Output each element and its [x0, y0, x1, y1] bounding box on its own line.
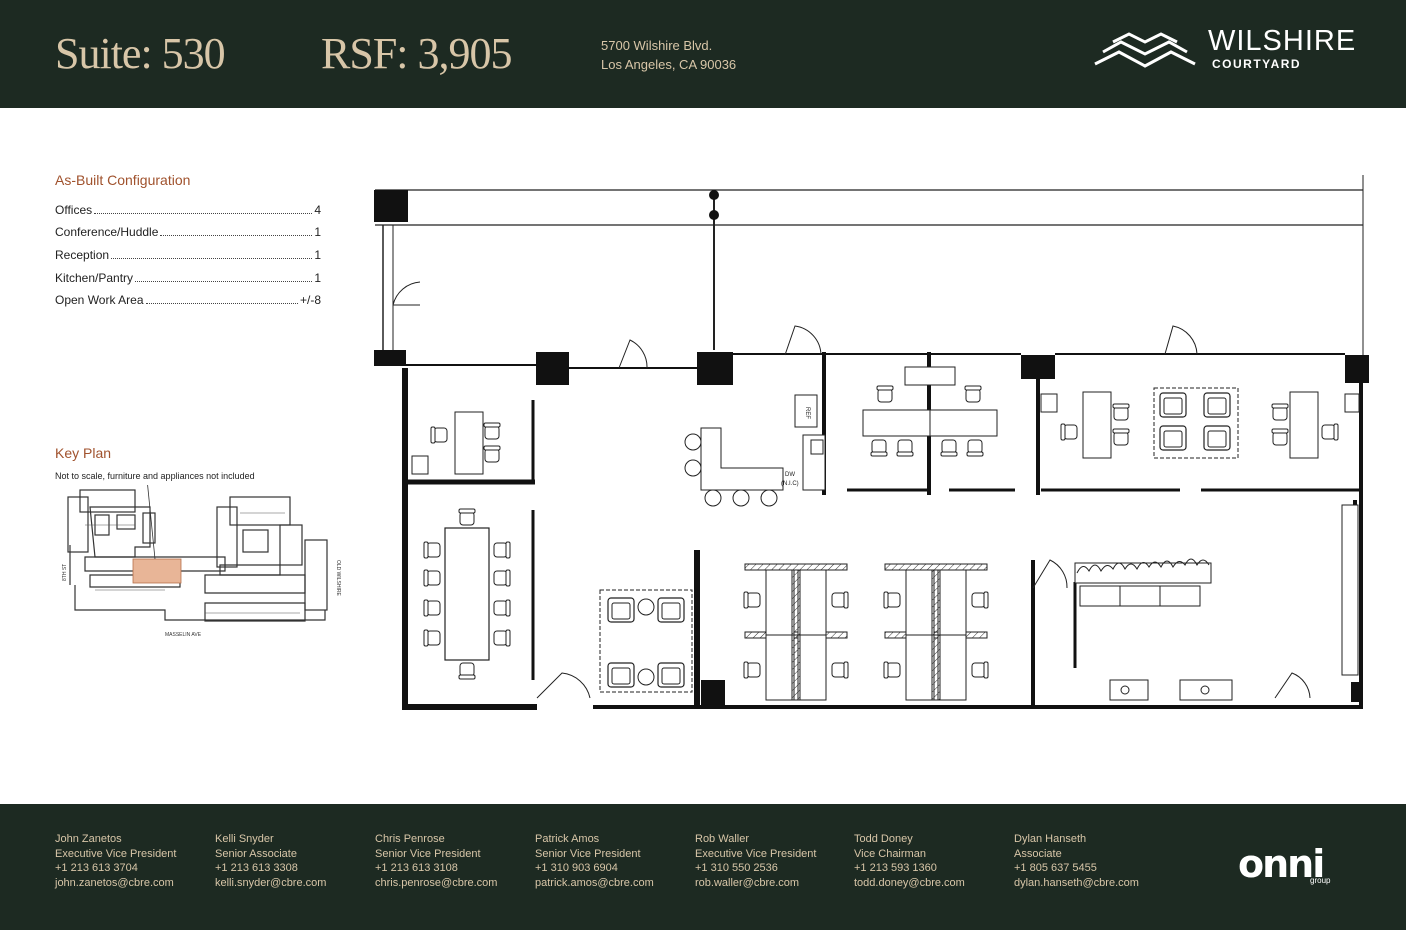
config-value: 1 — [314, 248, 321, 262]
onni-logo: onni — [1238, 842, 1325, 886]
exterior-corridor — [375, 175, 1364, 355]
key-plan-title: Key Plan — [55, 445, 112, 461]
key-plan-note: Not to scale, furniture and appliances n… — [55, 471, 255, 481]
office-center-pair — [862, 366, 998, 457]
conference-room — [423, 508, 511, 680]
config-label: Kitchen/Pantry — [55, 271, 134, 285]
contact-name: Kelli Snyder — [215, 833, 274, 845]
contact-name: John Zanetos — [55, 833, 122, 845]
contact-phone[interactable]: +1 310 550 2536 — [695, 862, 778, 875]
config-label: Offices — [55, 203, 93, 217]
header-bar: Suite: 530 RSF: 3,905 5700 Wilshire Blvd… — [0, 0, 1406, 108]
contact-title: Executive Vice President — [55, 847, 177, 860]
config-label: Reception — [55, 248, 110, 262]
structural-columns — [374, 190, 1369, 385]
config-label: Open Work Area — [55, 293, 144, 307]
key-plan-street-left: 8TH ST — [62, 564, 68, 581]
office-right — [1040, 387, 1360, 459]
contact-title: Senior Vice President — [535, 847, 641, 860]
doors — [536, 325, 1311, 699]
key-plan-map: MASSELIN AVE 8TH ST OLD WILSHIRE — [62, 485, 341, 638]
config-value: 1 — [314, 271, 321, 285]
contact-name: Dylan Hanseth — [1014, 833, 1087, 845]
config-row-conference: Conference/Huddle 1 — [55, 221, 321, 239]
contact-email[interactable]: chris.penrose@cbre.com — [375, 876, 498, 889]
suite-highlight — [132, 558, 182, 584]
contact-title: Senior Associate — [215, 847, 297, 860]
nic-label: (N.I.C) — [781, 481, 799, 487]
contact-email[interactable]: patrick.amos@cbre.com — [535, 876, 654, 889]
address-line-1: 5700 Wilshire Blvd. — [601, 38, 713, 53]
contact-title: Senior Vice President — [375, 847, 481, 860]
contact-phone[interactable]: +1 310 903 6904 — [535, 862, 618, 875]
contact-card: Chris Penrose Senior Vice President +1 2… — [375, 832, 497, 890]
contact-name: Todd Doney — [854, 833, 913, 845]
kitchen-pantry: REF DW (N.I.C) — [684, 394, 826, 507]
contact-name: Rob Waller — [695, 833, 749, 845]
refrigerator-label: REF — [804, 407, 810, 419]
contact-email[interactable]: todd.doney@cbre.com — [854, 876, 965, 889]
address-line-2: Los Angeles, CA 90036 — [601, 57, 737, 72]
contact-card: Patrick Amos Senior Vice President +1 31… — [535, 832, 654, 890]
contact-card: Kelli Snyder Senior Associate +1 213 613… — [215, 832, 326, 890]
config-row-offices: Offices 4 — [55, 199, 321, 217]
break-area — [1074, 504, 1359, 701]
contact-title: Executive Vice President — [695, 847, 817, 860]
logo-wordmark: WILSHIRE — [1208, 25, 1357, 57]
config-value: 1 — [314, 225, 321, 239]
contact-email[interactable]: rob.waller@cbre.com — [695, 876, 800, 889]
open-work-area — [743, 563, 989, 701]
contact-email[interactable]: john.zanetos@cbre.com — [55, 876, 174, 889]
config-row-reception: Reception 1 — [55, 244, 321, 262]
contact-card: Dylan Hanseth Associate +1 805 637 5455 … — [1014, 832, 1139, 890]
contact-phone[interactable]: +1 805 637 5455 — [1014, 862, 1097, 875]
walls — [402, 352, 1363, 710]
reception-lounge — [599, 589, 693, 693]
config-row-kitchen: Kitchen/Pantry 1 — [55, 267, 321, 285]
onni-logo-sub: group — [1310, 876, 1331, 885]
contact-phone[interactable]: +1 213 613 3704 — [55, 862, 138, 875]
config-row-open-work-area: Open Work Area +/-8 — [55, 289, 321, 307]
contact-name: Patrick Amos — [535, 833, 600, 845]
floor-plan: REF DW (N.I.C) — [374, 175, 1369, 710]
wilshire-logo-icon — [1094, 32, 1196, 68]
contact-phone[interactable]: +1 213 613 3308 — [215, 862, 298, 875]
key-plan-street-right: OLD WILSHIRE — [335, 560, 341, 597]
suite-number: Suite: 530 — [55, 29, 226, 78]
contact-title: Vice Chairman — [854, 847, 926, 860]
key-plan-street-bottom: MASSELIN AVE — [165, 632, 202, 638]
contact-phone[interactable]: +1 213 613 3108 — [375, 862, 458, 875]
footer-bar — [0, 804, 1406, 930]
contact-card: Rob Waller Executive Vice President +1 3… — [695, 832, 816, 890]
contact-title: Associate — [1014, 847, 1062, 860]
dishwasher-label: DW — [785, 472, 795, 478]
contact-card: John Zanetos Executive Vice President +1… — [55, 832, 176, 890]
config-value: 4 — [314, 203, 321, 217]
contact-email[interactable]: dylan.hanseth@cbre.com — [1014, 876, 1139, 889]
contact-name: Chris Penrose — [375, 833, 445, 845]
contact-email[interactable]: kelli.snyder@cbre.com — [215, 876, 327, 889]
rentable-square-feet: RSF: 3,905 — [321, 29, 513, 78]
config-label: Conference/Huddle — [55, 225, 159, 239]
office-left — [411, 411, 501, 475]
building-address: 5700 Wilshire Blvd. Los Angeles, CA 9003… — [601, 36, 736, 74]
contact-phone[interactable]: +1 213 593 1360 — [854, 862, 937, 875]
config-title: As-Built Configuration — [55, 172, 191, 188]
contact-card: Todd Doney Vice Chairman +1 213 593 1360… — [854, 832, 965, 890]
config-value: +/-8 — [299, 293, 321, 307]
logo-subtitle: COURTYARD — [1212, 57, 1302, 71]
